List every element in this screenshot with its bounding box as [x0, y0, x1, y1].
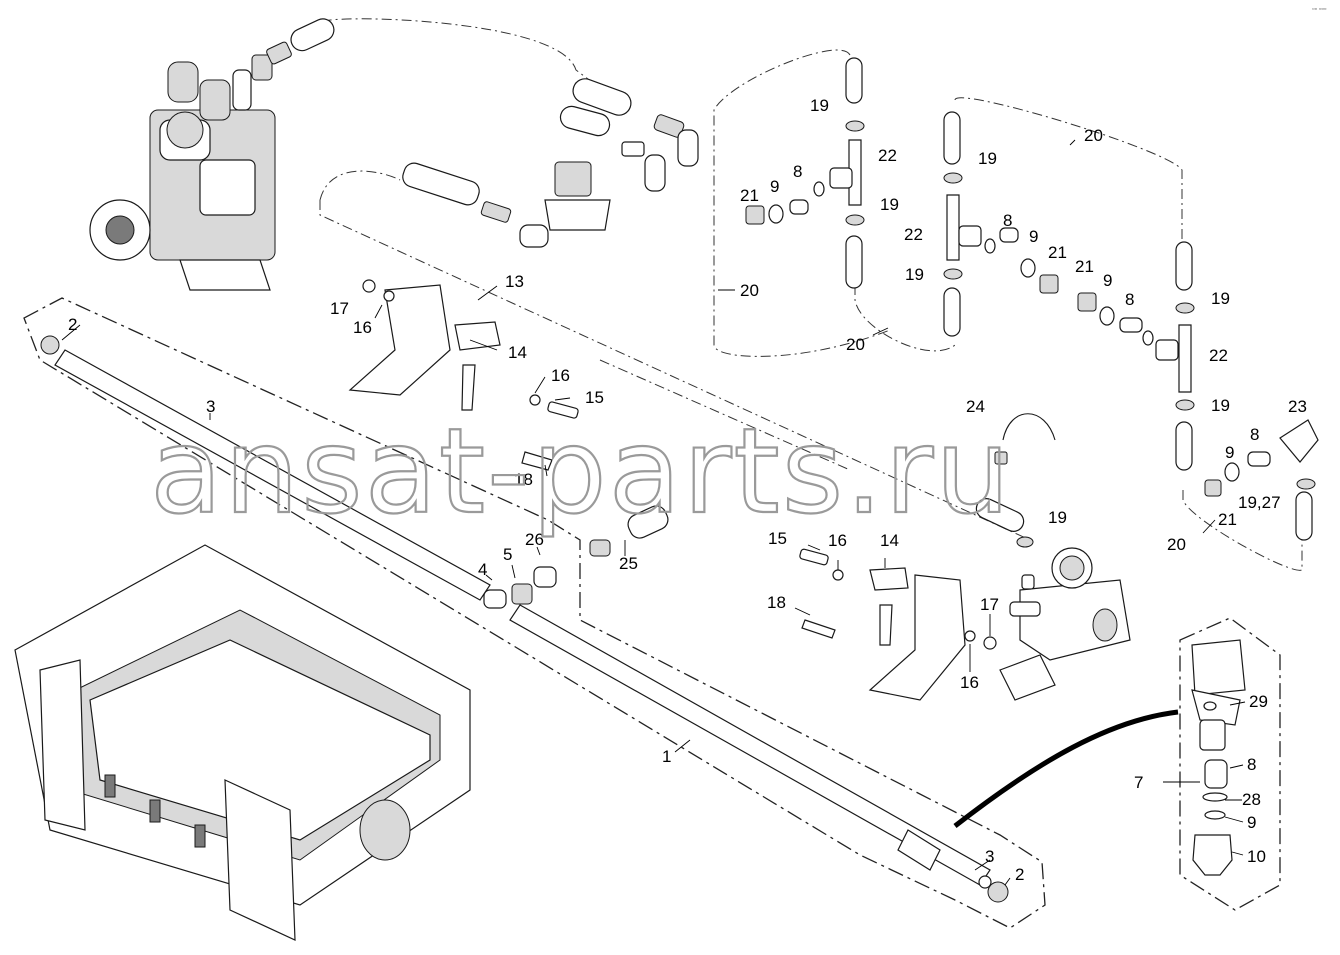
label-19: 19: [978, 149, 997, 168]
label-14: 14: [880, 531, 899, 550]
label-22: 22: [904, 225, 923, 244]
label-19: 19: [1048, 508, 1067, 527]
label-20: 20: [740, 281, 759, 300]
label-7: 7: [1134, 773, 1143, 792]
watermark: ansat-parts.ru: [150, 402, 1012, 540]
hose-routing-lines: [319, 18, 1303, 571]
label-8: 8: [1247, 755, 1256, 774]
label-17: 17: [330, 299, 349, 318]
holder-upper: [348, 279, 579, 471]
label-19: 19: [880, 195, 899, 214]
label-19: 19: [905, 265, 924, 284]
label-8: 8: [793, 162, 802, 181]
label-3: 3: [985, 847, 994, 866]
label-21: 21: [1075, 257, 1094, 276]
couplings: [483, 505, 669, 609]
callout-labels: 13 14 15 16 16 17 18 2 3 4 5 26 25 15 16…: [68, 96, 1307, 884]
label-9: 9: [1029, 227, 1038, 246]
label-23: 23: [1288, 397, 1307, 416]
label-18: 18: [514, 470, 533, 489]
label-16: 16: [551, 366, 570, 385]
label-10: 10: [1247, 847, 1266, 866]
label-20: 20: [1084, 126, 1103, 145]
label-19: 19: [810, 96, 829, 115]
leader-lines: [61, 139, 1246, 886]
label-9: 9: [1103, 271, 1112, 290]
label-20: 20: [1167, 535, 1186, 554]
boom-tube: [40, 335, 1009, 903]
label-3: 3: [206, 397, 215, 416]
label-15: 15: [585, 388, 604, 407]
label-21: 21: [740, 186, 759, 205]
label-22: 22: [878, 146, 897, 165]
label-2: 2: [68, 315, 77, 334]
label-21: 21: [1048, 243, 1067, 262]
label-16: 16: [353, 318, 372, 337]
nozzle-assembly: [1191, 639, 1246, 876]
label-24: 24: [966, 397, 985, 416]
label-5: 5: [503, 545, 512, 564]
nozzle-position-line: [953, 709, 1179, 828]
holder-lower: [799, 548, 997, 701]
corner-mark: ▫▫ ▫▫▫: [1312, 6, 1326, 13]
label-20: 20: [846, 335, 865, 354]
label-17: 17: [980, 595, 999, 614]
label-15: 15: [768, 529, 787, 548]
right-plumbing: [745, 57, 1319, 701]
pump-assembly: [89, 54, 276, 291]
label-9: 9: [770, 177, 779, 196]
label-1: 1: [662, 747, 671, 766]
label-2: 2: [1015, 865, 1024, 884]
label-19: 19: [1211, 396, 1230, 415]
label-9: 9: [1247, 813, 1256, 832]
frame-chassis: [14, 544, 471, 941]
label-13: 13: [505, 272, 524, 291]
label-16: 16: [960, 673, 979, 692]
upper-hoses: [266, 18, 699, 248]
label-8: 8: [1250, 425, 1259, 444]
label-9: 9: [1225, 443, 1234, 462]
label-21: 21: [1218, 510, 1237, 529]
label-18: 18: [767, 593, 786, 612]
label-25: 25: [619, 554, 638, 573]
label-29: 29: [1249, 692, 1268, 711]
label-19-27: 19,27: [1238, 493, 1281, 512]
label-4: 4: [478, 560, 487, 579]
label-14: 14: [508, 343, 527, 362]
label-26: 26: [525, 530, 544, 549]
label-8: 8: [1003, 211, 1012, 230]
label-28: 28: [1242, 790, 1261, 809]
label-8: 8: [1125, 290, 1134, 309]
label-19: 19: [1211, 289, 1230, 308]
label-16: 16: [828, 531, 847, 550]
label-22: 22: [1209, 346, 1228, 365]
